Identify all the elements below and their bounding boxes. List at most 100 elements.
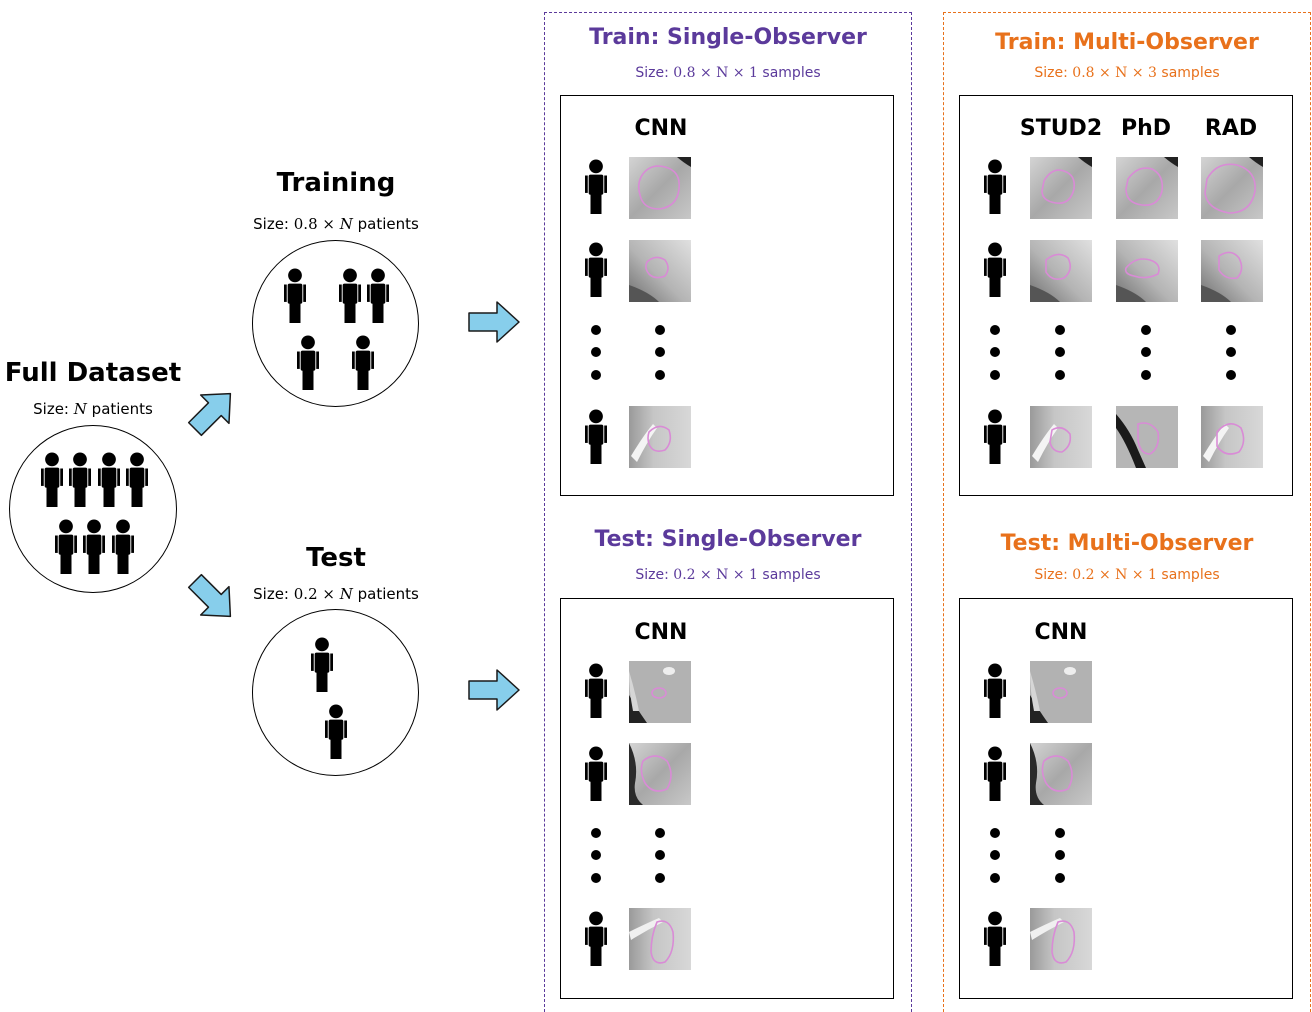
ellipsis-dot [591,347,601,357]
ct-thumbnail [629,406,691,468]
person-icon [585,159,607,214]
ellipsis-dot [655,370,665,380]
training-size: Size: 0.8 × N patients [253,215,419,233]
ellipsis-dot [990,370,1000,380]
ellipsis-dot [1226,347,1236,357]
ct-thumbnail [1030,157,1092,219]
train-single-col-cnn: CNN [634,116,688,141]
test-single-col-cnn: CNN [634,620,688,645]
ellipsis-dot [1055,850,1065,860]
person-icon [284,268,306,323]
full-dataset-circle [9,425,177,593]
person-icon [55,519,77,574]
ellipsis-dot [655,347,665,357]
ct-thumbnail [629,157,691,219]
person-icon [984,242,1006,297]
ct-thumbnail [1116,157,1178,219]
test-multi-box [959,598,1293,999]
person-icon [297,335,319,390]
person-icon [126,452,148,507]
person-icon [585,663,607,718]
train-multi-col-stud2: STUD2 [1019,116,1103,141]
test-circle [252,609,419,776]
ellipsis-dot [655,873,665,883]
test-single-title: Test: Single-Observer [594,527,862,552]
ct-thumbnail [1030,406,1092,468]
ellipsis-dot [591,370,601,380]
ellipsis-dot [990,873,1000,883]
test-multi-title: Test: Multi-Observer [1000,531,1254,556]
ellipsis-dot [1055,370,1065,380]
person-icon [585,746,607,801]
train-multi-col-rad: RAD [1204,116,1258,141]
ellipsis-dot [591,873,601,883]
ct-thumbnail [629,743,691,805]
train-multi-size: Size: 0.8 × N × 3 samples [1034,65,1220,81]
train-single-title: Train: Single-Observer [589,25,867,50]
ct-thumbnail [1116,240,1178,302]
ct-thumbnail [1201,157,1263,219]
test-size: Size: 0.2 × N patients [253,585,419,603]
person-icon [585,409,607,464]
train-multi-col-phd: PhD [1120,116,1172,141]
test-multi-col-cnn: CNN [1034,620,1088,645]
train-single-box [560,95,894,496]
ellipsis-dot [591,325,601,335]
test-multi-size: Size: 0.2 × N × 1 samples [1034,567,1220,583]
arrow-to-train-single-icon [468,301,520,343]
ct-thumbnails [629,157,1263,970]
split-arrow-to-training-icon [187,392,232,437]
person-icon [367,268,389,323]
ct-thumbnail [1201,406,1263,468]
person-icon [325,704,347,759]
train-single-size: Size: 0.8 × N × 1 samples [635,65,821,81]
test-single-box [560,598,894,999]
ellipsis-dot [1055,325,1065,335]
full-dataset-people [41,452,148,574]
ct-thumbnail [1116,406,1178,468]
ellipsis-dot [1055,828,1065,838]
person-icon [311,637,333,692]
person-icon [339,268,361,323]
ct-thumbnail [629,908,691,970]
test-people [311,637,347,759]
ct-thumbnail [1030,908,1092,970]
split-arrow-to-test-icon [187,573,232,618]
ellipsis-dot [990,850,1000,860]
person-icon [98,452,120,507]
ellipsis-dot [1226,325,1236,335]
training-title: Training [276,168,396,198]
person-icon [41,452,63,507]
person-icon [984,746,1006,801]
ellipsis-dot [990,325,1000,335]
full-dataset-title: Full Dataset [4,358,182,388]
person-icon [984,663,1006,718]
ellipsis-dot [655,325,665,335]
test-single-size: Size: 0.2 × N × 1 samples [635,567,821,583]
ellipsis-dot [1055,347,1065,357]
person-icon [984,159,1006,214]
ellipsis-dot [1226,370,1236,380]
train-single-rows [585,159,665,464]
ct-thumbnail [629,240,691,302]
train-multi-rows [984,159,1236,464]
person-icon [83,519,105,574]
train-multi-title: Train: Multi-Observer [995,30,1259,55]
ct-thumbnail [1201,240,1263,302]
ct-thumbnail [1030,743,1092,805]
arrow-to-test-single-icon [468,669,520,711]
test-multi-rows [984,663,1065,966]
ellipsis-dot [1141,347,1151,357]
ellipsis-dot [990,828,1000,838]
person-icon [984,911,1006,966]
person-icon [69,452,91,507]
ellipsis-dot [655,850,665,860]
ct-thumbnail [1030,240,1092,302]
test-single-rows [585,663,665,966]
full-dataset-size: Size: N patients [33,400,153,418]
person-icon [585,911,607,966]
person-icon [112,519,134,574]
ellipsis-dot [591,850,601,860]
test-title: Test [306,543,366,573]
